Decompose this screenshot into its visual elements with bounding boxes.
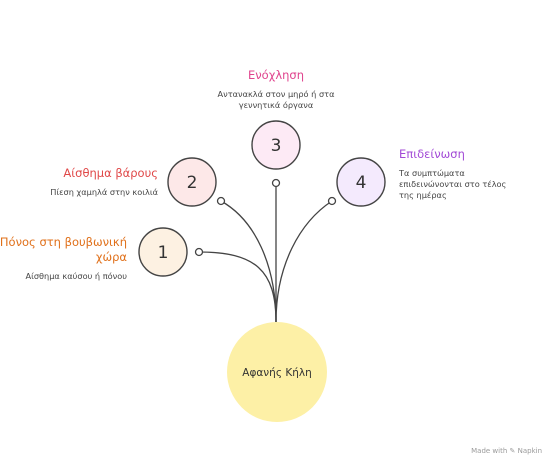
step-number-4: 4 xyxy=(356,173,367,193)
step-circle-1 xyxy=(138,227,188,277)
connector-dot-1 xyxy=(194,247,204,257)
step-circle-2 xyxy=(167,157,217,207)
item-3-label-group: Ενόχληση Αντανακλά στον μηρό ή στα γεννη… xyxy=(206,68,346,111)
connector-dot-2 xyxy=(216,196,226,206)
step-number-1: 1 xyxy=(158,243,169,263)
connector-dot-4 xyxy=(327,196,337,206)
item-3-title: Ενόχληση xyxy=(247,68,305,82)
connector-1 xyxy=(198,251,277,323)
item-4-title: Επιδείνωση xyxy=(399,147,465,161)
item-1-title: Πόνος στη βουβωνική χώρα xyxy=(0,235,127,264)
center-node xyxy=(227,322,327,422)
napkin-watermark: Made with ✎ Napkin xyxy=(471,447,542,455)
item-2-title: Αίσθημα βάρους xyxy=(63,166,158,180)
step-number-3: 3 xyxy=(271,136,282,156)
connector-4 xyxy=(275,200,333,323)
step-number-2: 2 xyxy=(187,173,198,193)
step-circle-4 xyxy=(336,157,386,207)
item-3-description: Αντανακλά στον μηρό ή στα γεννητικά όργα… xyxy=(217,89,335,110)
connector-2 xyxy=(220,200,277,323)
step-circle-3 xyxy=(251,120,301,170)
item-2-description: Πίεση χαμηλά στην κοιλιά xyxy=(50,187,158,197)
item-4-label-group: Επιδείνωση Τα συμπτώματα επιδεινώνονται … xyxy=(399,147,521,201)
connector-dot-3 xyxy=(271,178,281,188)
center-node-label: Αφανής Κήλη xyxy=(242,367,311,379)
item-1-label-group: Πόνος στη βουβωνική χώρα Αίσθημα καύσου … xyxy=(0,235,127,282)
item-4-description: Τα συμπτώματα επιδεινώνονται στο τέλος τ… xyxy=(399,168,507,200)
item-2-label-group: Αίσθημα βάρους Πίεση χαμηλά στην κοιλιά xyxy=(18,166,158,198)
item-1-description: Αίσθημα καύσου ή πόνου xyxy=(25,271,127,281)
